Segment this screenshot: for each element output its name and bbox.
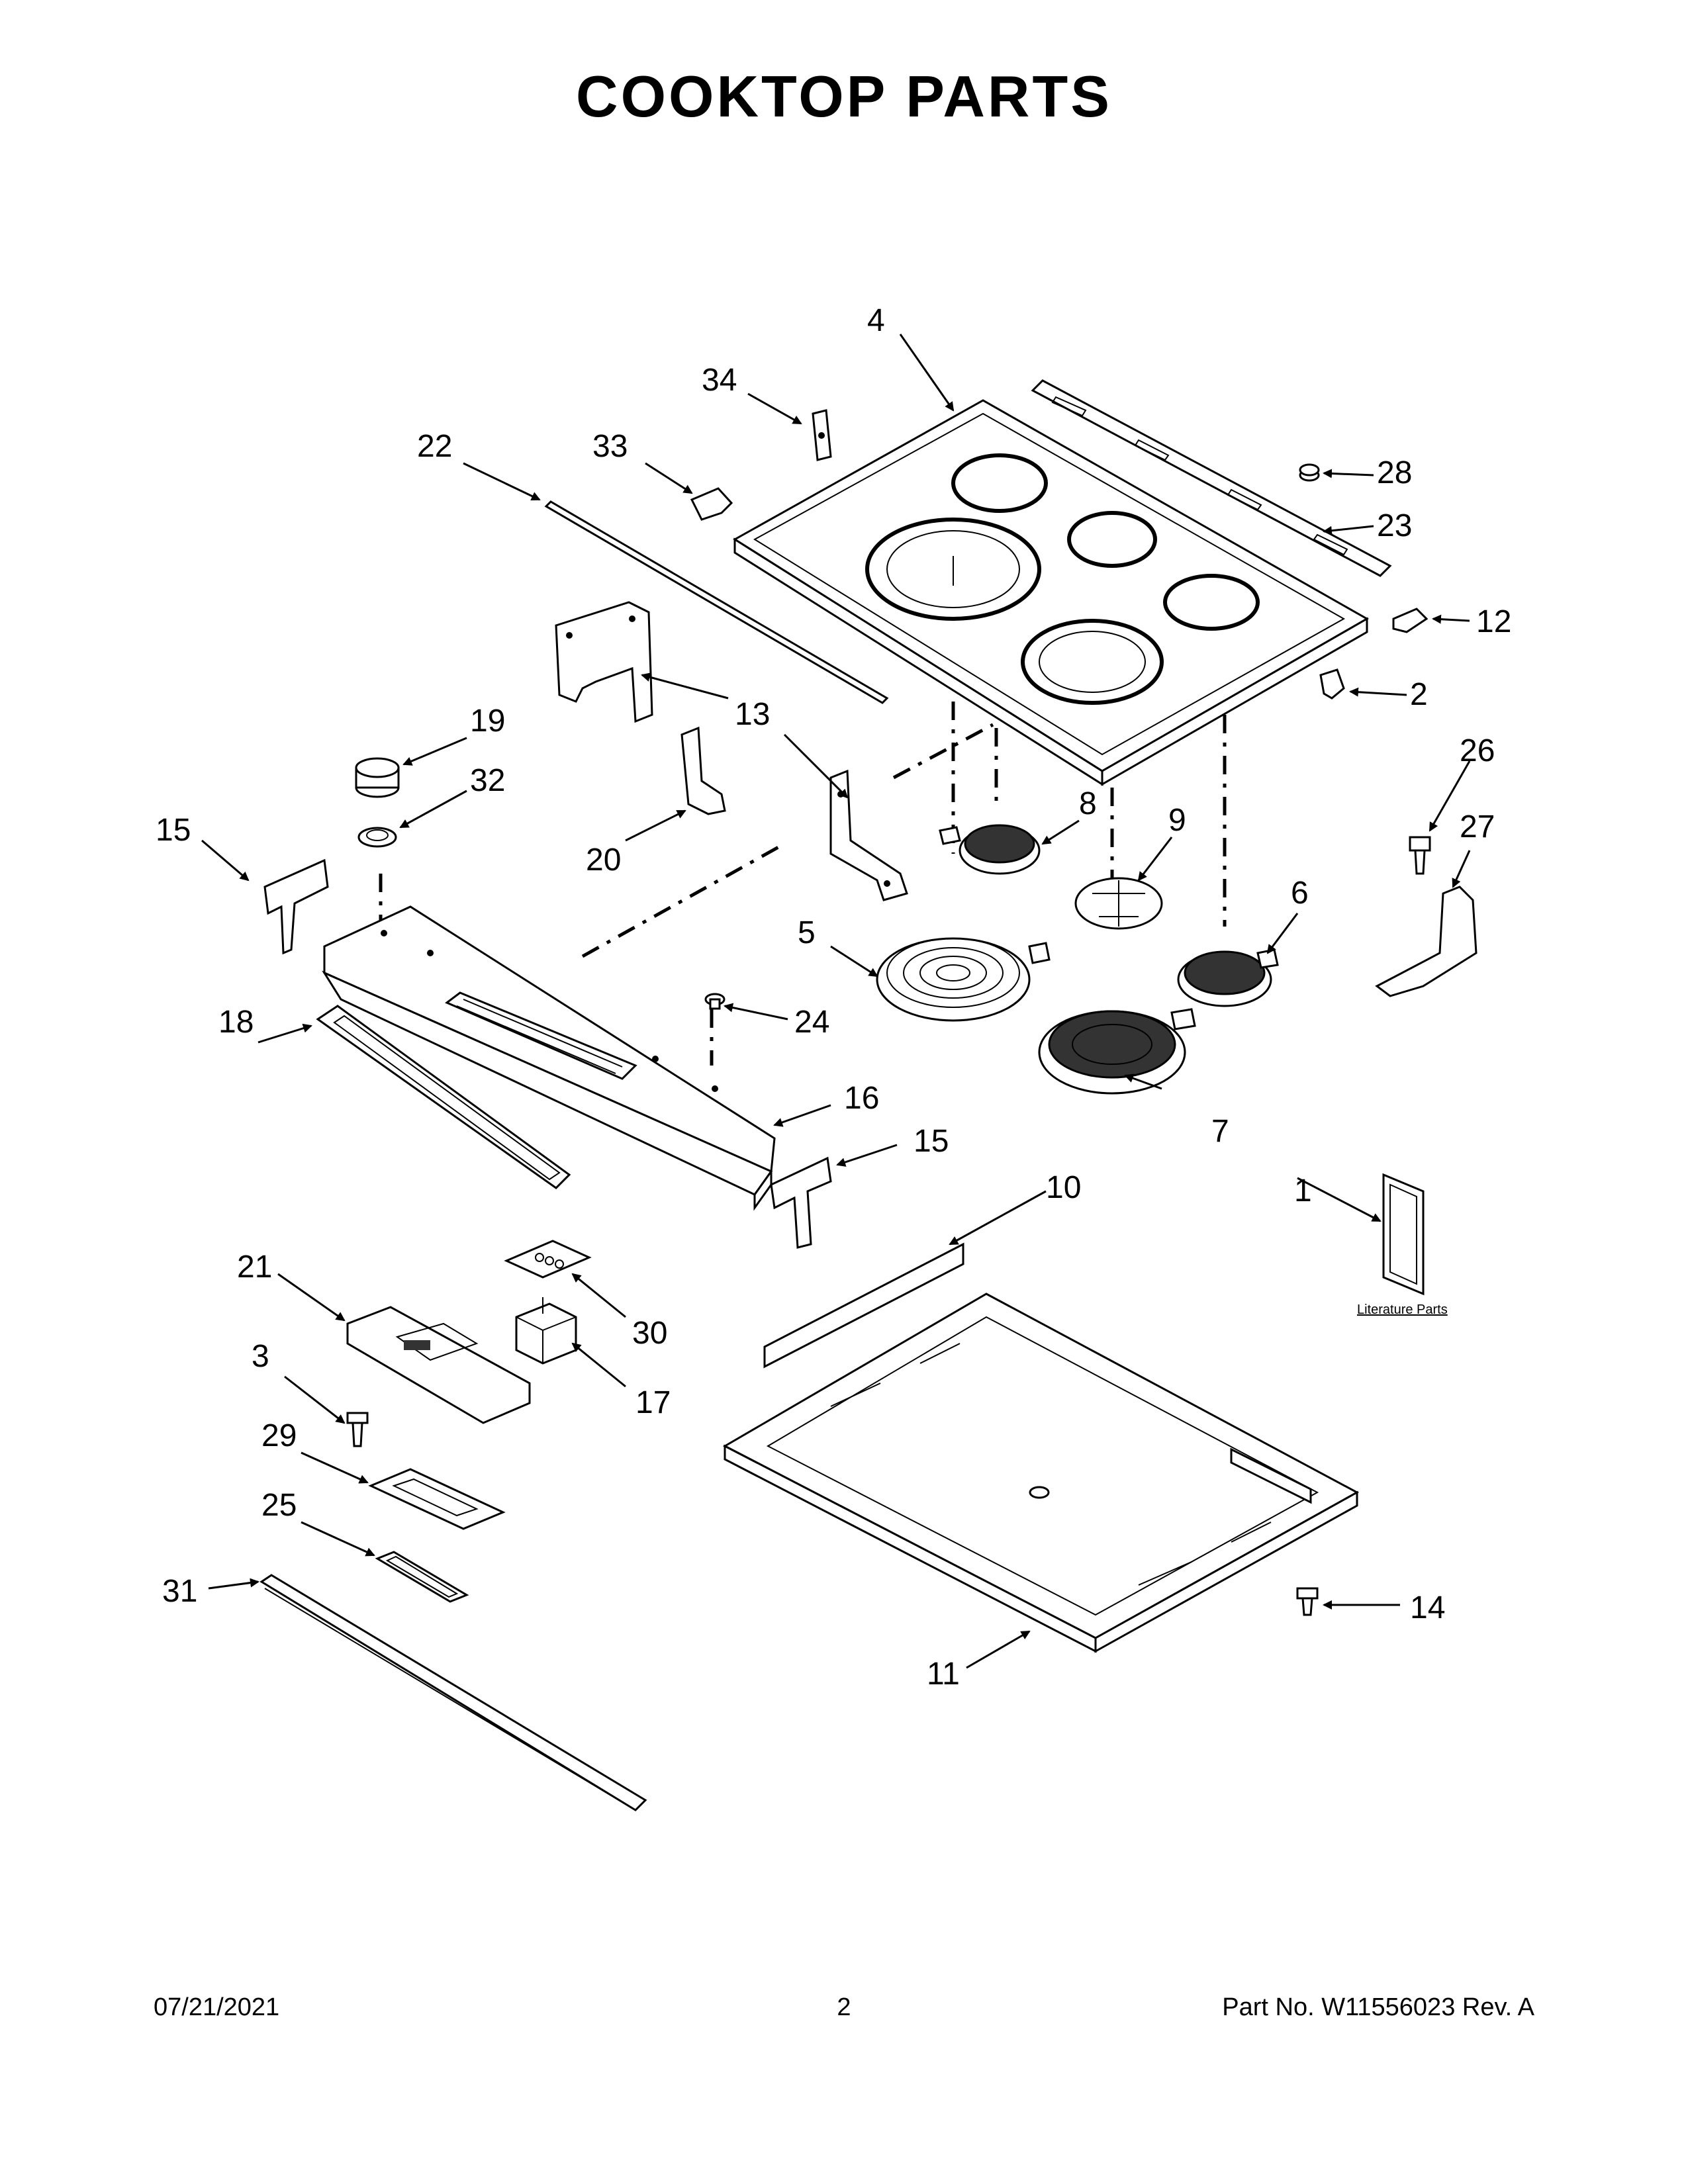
callout-18: 18 — [218, 1005, 254, 1040]
callout-20: 20 — [586, 842, 621, 878]
callout-19: 19 — [470, 704, 505, 739]
callout-3: 3 — [252, 1339, 269, 1374]
callout-5: 5 — [798, 915, 816, 950]
callout-11: 11 — [927, 1657, 960, 1692]
literature-parts-1-part — [1382, 1173, 1425, 1296]
end-cap-15-right-part — [770, 1156, 832, 1249]
bracket-27-part — [1375, 886, 1477, 997]
knob-19-part — [355, 757, 400, 798]
callout-33: 33 — [592, 429, 628, 464]
footer-date: 07/21/2021 — [154, 1993, 280, 2021]
callout-17: 17 — [635, 1385, 671, 1420]
cooktop-glass-part — [733, 399, 1370, 786]
callout-4: 4 — [867, 303, 885, 338]
heat-shield-10-part — [763, 1242, 964, 1369]
screw-3-part — [346, 1412, 369, 1447]
clip-12-part — [1392, 608, 1429, 633]
control-board-21-part — [346, 1306, 531, 1424]
element-7-part — [1038, 1008, 1196, 1095]
page-title: COOKTOP PARTS — [576, 64, 1112, 129]
clip-2-part — [1319, 668, 1345, 700]
overlay-30-part — [504, 1240, 592, 1279]
bracket-13-left-part — [555, 601, 653, 723]
footer-page-number: 2 — [837, 1993, 851, 2021]
bracket-33-part — [690, 487, 733, 521]
panel-18-part — [316, 1005, 571, 1189]
bumper-28-part — [1299, 463, 1320, 482]
callout-13: 13 — [735, 697, 770, 732]
callout-26: 26 — [1460, 733, 1495, 768]
end-cap-15-left-part — [263, 858, 329, 955]
callout-leaders — [201, 334, 1471, 1669]
footer-part-number: Part No. W11556023 Rev. A — [1222, 1993, 1534, 2021]
cover-25-part — [375, 1551, 469, 1603]
callout-31: 31 — [162, 1574, 197, 1609]
board-29-part — [368, 1468, 506, 1530]
bracket-13-right-part — [829, 769, 908, 901]
cap-24-part — [704, 993, 726, 1010]
callout-2: 2 — [1410, 677, 1428, 712]
callout-14: 14 — [1410, 1590, 1445, 1625]
callout-16: 16 — [844, 1081, 879, 1116]
callout-8: 8 — [1079, 786, 1097, 821]
trim-rod-part — [544, 500, 889, 704]
callout-9: 9 — [1168, 803, 1186, 838]
callout-32: 32 — [470, 763, 505, 798]
switch-17-part — [515, 1297, 577, 1365]
screw-14-part — [1296, 1587, 1319, 1616]
clip-34-part — [812, 409, 832, 461]
element-9-part — [1074, 877, 1163, 930]
bracket-20-part — [680, 726, 726, 815]
trim-31-part — [259, 1574, 647, 1811]
element-8-part — [939, 824, 1041, 875]
callout-15-right: 15 — [914, 1124, 949, 1159]
literature-parts-label: Literature Parts — [1357, 1302, 1448, 1317]
bezel-32-part — [357, 827, 397, 848]
callout-29: 29 — [261, 1418, 297, 1453]
rear-trim-part — [1031, 379, 1392, 577]
callout-1: 1 — [1294, 1173, 1312, 1208]
callout-10: 10 — [1046, 1170, 1081, 1205]
cooktop-box-11-part — [722, 1293, 1360, 1653]
callout-21: 21 — [237, 1250, 272, 1285]
callout-27: 27 — [1460, 809, 1495, 844]
callout-12: 12 — [1476, 604, 1511, 639]
screw-26-part — [1409, 836, 1431, 875]
callout-24: 24 — [794, 1005, 829, 1040]
callout-22: 22 — [417, 429, 452, 464]
callout-7: 7 — [1211, 1114, 1229, 1149]
callout-15-left: 15 — [156, 813, 191, 848]
callout-28: 28 — [1377, 455, 1412, 490]
callout-34: 34 — [702, 363, 737, 398]
callout-23: 23 — [1377, 508, 1412, 543]
element-5-part — [876, 937, 1051, 1022]
control-console-16-part — [322, 905, 776, 1211]
callout-6: 6 — [1291, 876, 1309, 911]
callout-30: 30 — [632, 1316, 667, 1351]
callout-25: 25 — [261, 1488, 297, 1523]
callout-numbers: 4 34 22 33 28 23 12 2 13 19 32 15 20 8 9… — [156, 303, 1511, 1692]
element-6-part — [1177, 948, 1279, 1007]
